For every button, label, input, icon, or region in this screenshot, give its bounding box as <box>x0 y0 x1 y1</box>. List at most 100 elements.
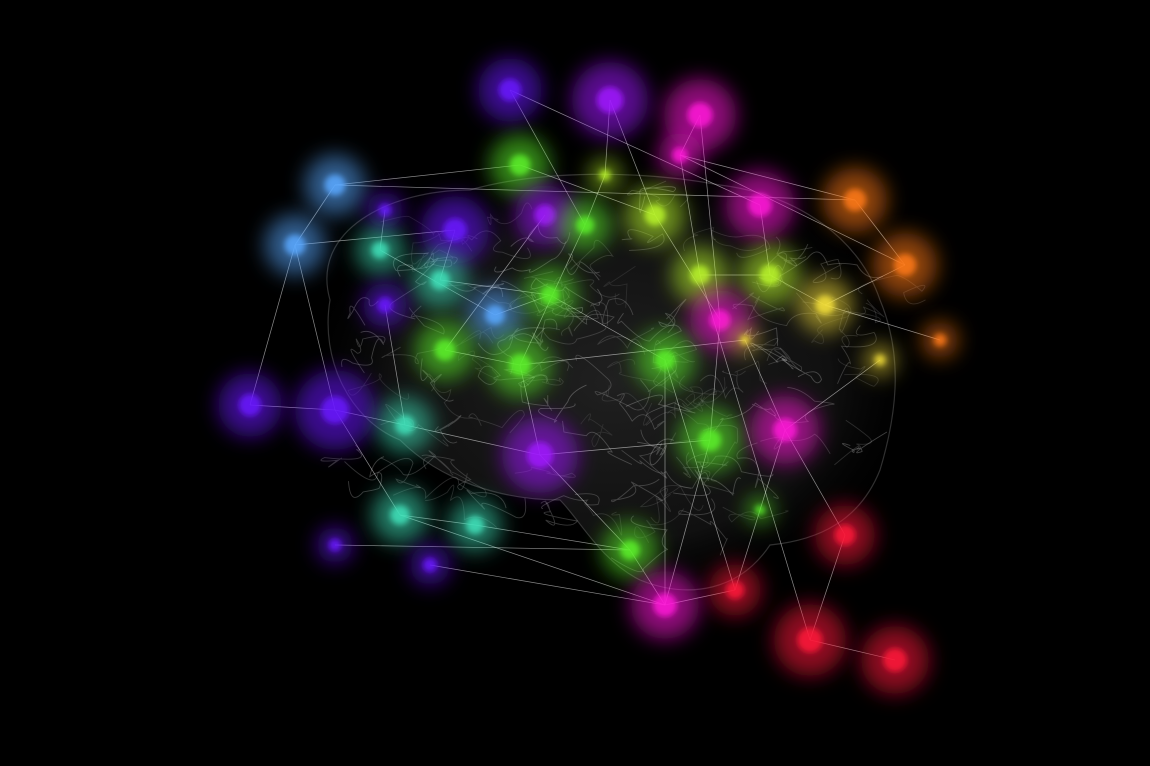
region-node <box>478 58 542 122</box>
node-core <box>371 241 389 259</box>
region-node <box>672 247 728 303</box>
brain-fold <box>423 456 472 491</box>
brain-fold <box>580 413 613 447</box>
node-core <box>284 234 306 256</box>
node-core <box>575 215 595 235</box>
brain-fold <box>428 372 473 419</box>
region-node <box>356 226 404 274</box>
region-node <box>467 287 523 343</box>
node-core <box>328 538 342 552</box>
region-node <box>502 417 578 493</box>
region-node <box>631 571 699 639</box>
node-core <box>238 393 262 417</box>
region-node <box>602 522 658 578</box>
region-node <box>797 277 853 333</box>
node-core <box>321 396 349 424</box>
brain-fold <box>681 377 726 410</box>
region-nodes <box>218 58 958 694</box>
node-core <box>620 540 640 560</box>
brain-fold <box>420 358 454 402</box>
region-node <box>731 326 759 354</box>
region-node <box>678 408 742 472</box>
brain-fold <box>570 239 614 277</box>
node-core <box>390 505 410 525</box>
node-core <box>797 627 823 653</box>
region-node <box>367 192 403 228</box>
node-core <box>596 86 624 114</box>
node-core <box>883 648 907 672</box>
node-core <box>498 78 522 102</box>
brain-fold <box>603 265 636 308</box>
node-core <box>526 441 554 469</box>
node-core <box>687 102 713 128</box>
region-node <box>449 499 501 551</box>
brain-fold <box>468 409 525 434</box>
brain-fold <box>597 327 655 355</box>
brain-fold <box>344 458 421 489</box>
brain-fold <box>685 386 728 412</box>
brain-fold <box>494 241 567 273</box>
region-node <box>410 545 450 585</box>
node-core <box>672 147 688 163</box>
node-core <box>709 309 731 331</box>
brain-fold <box>650 485 692 524</box>
region-node <box>864 344 896 376</box>
node-core <box>874 354 886 366</box>
region-node <box>873 233 937 297</box>
brain-fold <box>341 330 385 367</box>
connection-edge <box>334 164 521 186</box>
node-core <box>599 169 611 181</box>
region-node <box>664 79 736 151</box>
brain-fold <box>562 420 633 465</box>
region-node <box>490 135 550 195</box>
node-core <box>465 515 485 535</box>
node-core <box>508 353 532 377</box>
region-node <box>746 496 774 524</box>
region-node <box>412 252 468 308</box>
region-node <box>823 168 887 232</box>
brain-fold <box>838 307 858 349</box>
brain-fold <box>842 431 888 454</box>
region-node <box>635 330 695 390</box>
connection-edge <box>664 359 736 591</box>
region-node <box>265 215 325 275</box>
region-node <box>922 322 958 358</box>
node-core <box>834 524 856 546</box>
region-node <box>317 527 353 563</box>
node-core <box>443 218 467 242</box>
node-core <box>324 174 346 196</box>
node-core <box>815 295 835 315</box>
brain-fold <box>752 343 794 370</box>
node-core <box>725 580 745 600</box>
region-node <box>295 370 375 450</box>
brain-fold <box>538 384 587 423</box>
brain-fold <box>683 226 765 252</box>
brain-fold <box>734 360 768 384</box>
brain-fold <box>834 419 872 466</box>
brain-fold <box>540 500 579 526</box>
region-node <box>421 196 489 264</box>
brain-fold <box>393 471 487 500</box>
brain-fold <box>567 298 634 325</box>
brain-fold <box>637 438 675 466</box>
node-core <box>740 335 750 345</box>
brain-fold <box>768 347 803 371</box>
node-core <box>933 333 947 347</box>
node-core <box>654 349 676 371</box>
brain-fold <box>699 370 744 400</box>
node-core <box>773 418 797 442</box>
region-node <box>726 171 794 239</box>
node-core <box>755 505 765 515</box>
connection-edge <box>399 514 666 606</box>
brain-fold <box>611 478 664 503</box>
brain-fold <box>565 253 600 281</box>
region-node <box>572 62 648 138</box>
region-node <box>861 626 929 694</box>
region-node <box>658 133 702 177</box>
node-core <box>893 253 917 277</box>
brain-fold <box>638 429 668 479</box>
region-node <box>522 267 578 323</box>
region-node <box>709 564 761 616</box>
